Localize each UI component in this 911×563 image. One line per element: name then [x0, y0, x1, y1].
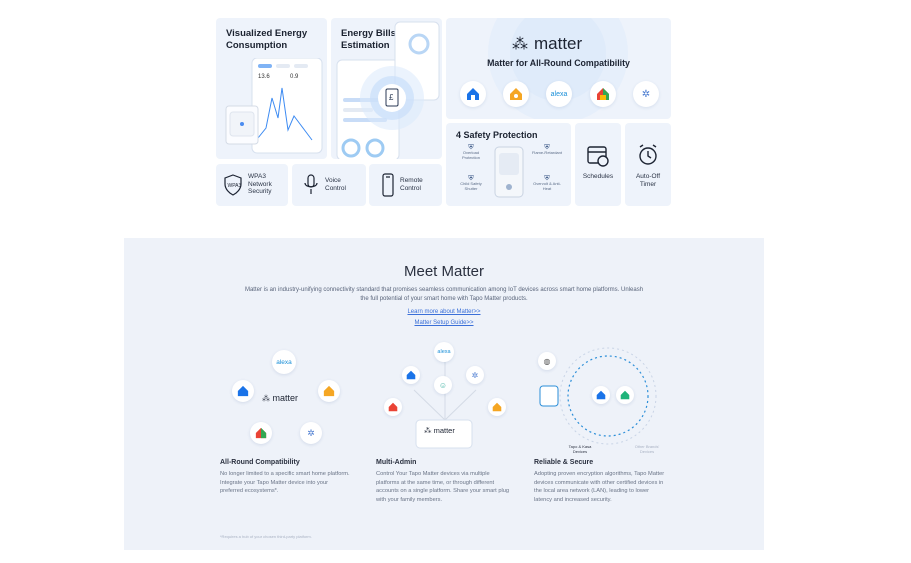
meet-matter-section: Meet Matter Matter is an industry-unifyi… [124, 238, 764, 550]
smartthings-node-icon [318, 380, 340, 402]
router-icon: ◍ [538, 352, 556, 370]
alarm-clock-icon [639, 144, 657, 165]
multi-smartthings-node-icon [488, 398, 506, 416]
calendar-icon [587, 146, 609, 167]
matter-center-logo: ⁂ matter [262, 393, 299, 403]
safety-item-child: ⛨ Child Safety Shutter [460, 175, 482, 191]
footnote: *Requires a hub of your chosen third-par… [220, 534, 312, 539]
google-home-color-icon [590, 81, 616, 107]
compat-column-title: All-Round Compatibility [220, 459, 300, 466]
matter-compat-title: Matter for All-Round Compatibility [487, 58, 630, 68]
safety-card: 4 Safety Protection ⛨ Overload Protectio… [446, 123, 571, 206]
homekit-node-icon: ✲ [300, 422, 322, 444]
phone-icon [382, 173, 394, 197]
multi-user-node-icon: ☺ [434, 376, 452, 394]
plug-illustration [494, 146, 524, 198]
energy-consumption-card: Visualized Energy Consumption 13.6 0.9 [216, 18, 327, 159]
reliable-column-title: Reliable & Secure [534, 459, 594, 466]
alexa-node: alexa [272, 350, 296, 374]
svg-text:13.6: 13.6 [258, 74, 270, 80]
safety-item-flame: ⛨ Flame-Retardant [531, 144, 562, 155]
matter-logo-icon: ⁂ [512, 36, 528, 53]
energy-chart-illustration: 13.6 0.9 [225, 58, 323, 154]
schedules-label: Schedules [582, 173, 614, 180]
multi-admin-column-text: Control Your Tapo Matter devices via mul… [376, 471, 510, 503]
compatibility-diagram: alexa ✲ ⁂ matter [224, 346, 354, 446]
wpa3-label: WPA3 Network Security [248, 173, 272, 195]
energy-bills-illustration: £ [336, 21, 440, 159]
compat-column-text: No longer limited to a specific smart ho… [220, 471, 350, 494]
alexa-icon: alexa [546, 81, 572, 107]
energy-bills-card: Energy Bills Estimation £ [331, 18, 442, 159]
multi-admin-lines [413, 360, 477, 449]
svg-text:£: £ [389, 93, 394, 102]
multi-alexa-node: alexa [434, 342, 454, 362]
meet-matter-title: Meet Matter [403, 263, 485, 280]
voice-card: Voice Control [292, 164, 366, 206]
multi-admin-column-title: Multi-Admin [376, 459, 417, 466]
google-home-node-icon [232, 380, 254, 402]
multi-home-node-icon [402, 366, 420, 384]
svg-text:0.9: 0.9 [290, 74, 299, 80]
matter-brand-text: matter [534, 34, 583, 53]
tapo-home-icon [592, 386, 610, 404]
safety-title: 4 Safety Protection [456, 130, 538, 140]
matter-compat-card: ⁂ matter Matter for All-Round Compatibil… [446, 18, 671, 119]
kasa-home-icon [616, 386, 634, 404]
smartthings-home-icon [503, 81, 529, 107]
other-brands-label: Other Brands' Devices [634, 444, 660, 454]
multi-homekit-node-icon: ✲ [466, 366, 484, 384]
setup-guide-link[interactable]: Matter Setup Guide>> [414, 320, 474, 326]
energy-bills-title: Energy Bills Estimation [341, 28, 396, 51]
multi-admin-diagram: alexa ☺ ✲ ⁂ matter [380, 340, 510, 452]
tapo-kasa-label: Tapo & Kasa Devices [568, 444, 592, 454]
microphone-icon [304, 174, 318, 194]
auto-off-label: Auto-Off Timer [635, 173, 661, 188]
feature-grid: Visualized Energy Consumption 13.6 0.9 E… [216, 18, 671, 206]
remote-card: Remote Control [369, 164, 442, 206]
reliable-diagram: ◍ Tapo & Kasa Devices Other Brands' Devi… [534, 342, 664, 454]
matter-logo: ⁂ matter [512, 34, 582, 54]
safety-item-overload: ⛨ Overload Protection [461, 144, 480, 160]
google-home-icon [460, 81, 486, 107]
homekit-icon: ✲ [633, 81, 659, 107]
wpa3-card: WPA3 WPA3 Network Security [216, 164, 288, 206]
multi-matter-logo: ⁂ matter [424, 426, 455, 435]
wpa3-shield-icon: WPA3 [224, 174, 242, 196]
google-color-node-icon [250, 422, 272, 444]
reliable-column-text: Adopting proven encryption algorithms, T… [534, 471, 665, 503]
learn-more-link[interactable]: Learn more about Matter>> [407, 309, 481, 315]
meet-matter-description: Matter is an industry-unifying connectiv… [244, 287, 644, 302]
auto-off-card: Auto-Off Timer [625, 123, 671, 206]
svg-text:WPA3: WPA3 [228, 183, 242, 189]
schedules-card: Schedules [575, 123, 621, 206]
energy-consumption-title: Visualized Energy Consumption [226, 28, 308, 51]
multi-google-node-icon [384, 398, 402, 416]
safety-item-overvolt: ⛨ Overvolt & Anti-Heat [533, 175, 561, 191]
voice-label: Voice Control [325, 177, 346, 192]
remote-label: Remote Control [400, 177, 423, 192]
lan-ring [539, 347, 657, 445]
